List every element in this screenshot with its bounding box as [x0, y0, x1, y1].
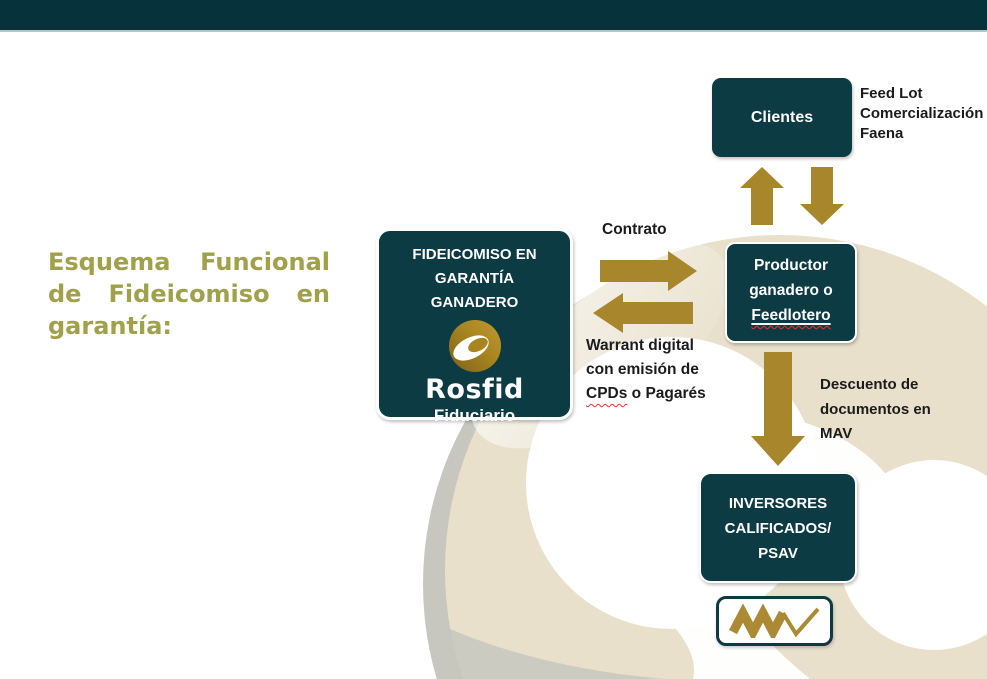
fideicomiso-role: Fiduciario — [433, 406, 516, 425]
clientes-note-line-2: Comercialización — [860, 105, 984, 122]
node-clientes: Clientes — [712, 78, 852, 157]
fideicomiso-line-3: GANADERO — [430, 294, 519, 311]
descuento-note: Descuento de documentos en MAV — [820, 373, 950, 447]
descuento-note-line-1: Descuento de — [820, 376, 919, 393]
descuento-note-line-3: MAV — [820, 425, 853, 442]
fideicomiso-line-1: FIDEICOMISO EN — [412, 246, 537, 263]
descuento-note-line-2: documentos en — [820, 400, 931, 418]
rosfid-logo-icon — [448, 320, 501, 372]
inversores-line-1: INVERSORES — [728, 495, 828, 512]
title-line-1: Esquema Funcional — [48, 248, 330, 276]
arrow-left-icon — [593, 293, 693, 333]
mav-logo-icon — [728, 604, 820, 638]
node-inversores: INVERSORES CALIFICADOS/ PSAV — [699, 472, 857, 583]
rosfid-wordmark: Rosfid — [425, 374, 524, 405]
mav-logo-badge — [716, 596, 833, 646]
inversores-line-3: PSAV — [758, 545, 798, 562]
title-line-3: garantía: — [48, 312, 172, 340]
arrow-down-icon — [800, 167, 844, 225]
top-accent-bar — [0, 0, 987, 32]
node-productor: Productor ganadero o Feedlotero — [725, 242, 857, 343]
clientes-note-line-1: Feed Lot — [860, 85, 923, 102]
warrant-note: Warrant digital con emisión de CPDs o Pa… — [586, 334, 721, 406]
node-clientes-label: Clientes — [750, 108, 814, 126]
clientes-note-line-3: Faena — [860, 125, 904, 142]
contrato-label: Contrato — [602, 221, 667, 238]
warrant-note-line-2: con emisión de — [586, 361, 699, 378]
clientes-note: Feed Lot Comercialización Faena — [860, 84, 985, 144]
fideicomiso-line-2: GARANTÍA — [434, 270, 515, 287]
productor-line-3: Feedlotero — [727, 303, 855, 328]
productor-feedlotero-word: Feedlotero — [751, 307, 831, 324]
warrant-note-line-1: Warrant digital — [586, 337, 694, 354]
arrow-up-icon — [740, 167, 844, 225]
productor-line-1: Productor — [753, 257, 829, 274]
inversores-line-2: CALIFICADOS/ — [724, 520, 832, 537]
warrant-cpds-word: CPDs — [586, 385, 628, 402]
warrant-note-line-3-rest: o Pagarés — [627, 385, 706, 402]
arrow-down-large-icon — [751, 352, 805, 466]
title-line-2: de Fideicomiso en — [48, 280, 330, 308]
warrant-note-line-3: CPDs o Pagarés — [586, 382, 721, 406]
page-title: Esquema Funcional de Fideicomiso en gara… — [48, 246, 330, 342]
node-fideicomiso: FIDEICOMISO EN GARANTÍA GANADERO Rosfid … — [376, 228, 573, 425]
productor-line-2: ganadero o — [749, 282, 833, 299]
arrow-right-icon — [600, 251, 697, 291]
